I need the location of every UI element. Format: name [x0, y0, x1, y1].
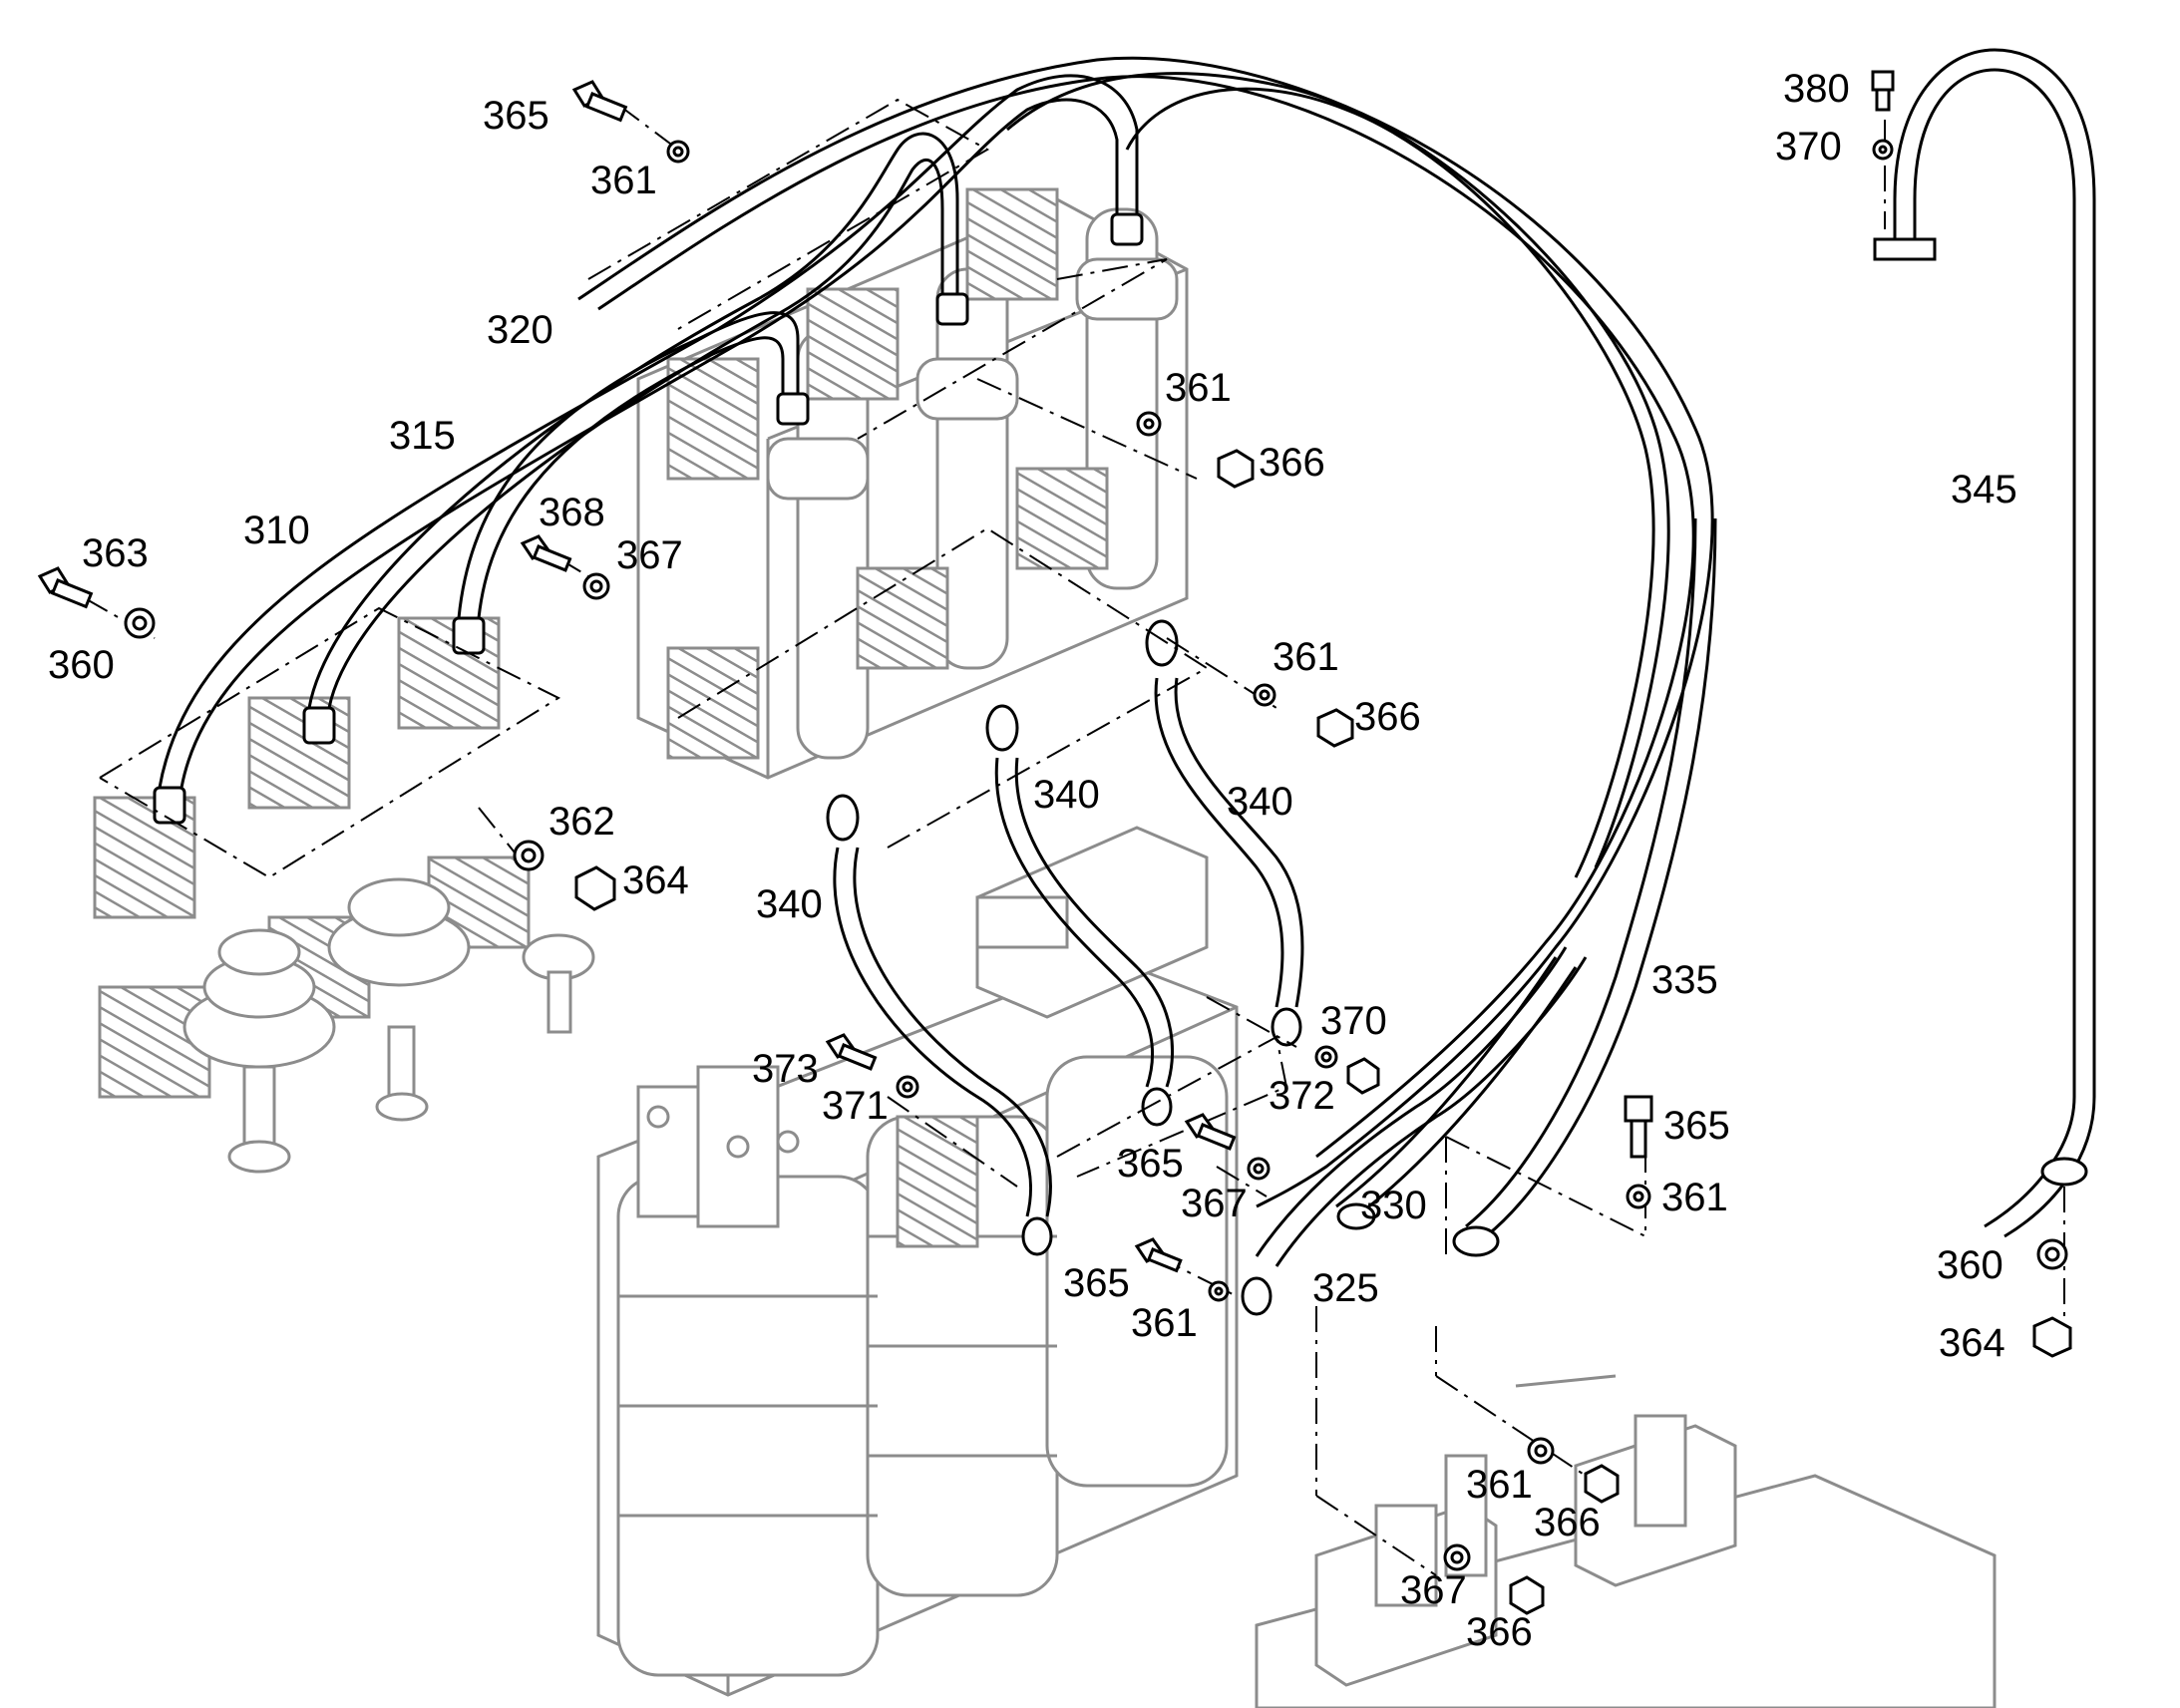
bolt-icon — [1624, 1095, 1653, 1159]
cable-335 — [1465, 517, 1697, 1228]
bolt-icon — [520, 534, 572, 572]
callout-364: 364 — [622, 858, 689, 902]
callout-366: 366 — [1534, 1501, 1601, 1544]
nut-icon — [2032, 1316, 2072, 1358]
callout-365: 365 — [483, 94, 549, 138]
bolt-icon — [571, 80, 628, 123]
washer-icon — [666, 140, 690, 164]
cable-upper-bundle — [577, 56, 1714, 1208]
washer-icon — [1872, 139, 1894, 161]
callout-363: 363 — [82, 531, 149, 575]
callout-360: 360 — [1937, 1243, 2003, 1287]
hardware — [37, 70, 2072, 1615]
inductor-coil-assembly-upper — [636, 187, 1189, 780]
terminal-box-lower-right — [1255, 1374, 1997, 1708]
bolt-icon — [1184, 1113, 1237, 1151]
washer-icon — [1247, 1157, 1271, 1181]
callout-361: 361 — [1131, 1301, 1198, 1345]
cable-340-b — [994, 757, 1155, 1088]
callout-373: 373 — [752, 1047, 819, 1091]
washer-icon — [1253, 683, 1276, 707]
cable-310 — [158, 74, 1139, 789]
callouts: 365 361 320 315 310 363 360 368 367 361 … — [48, 67, 2017, 1654]
callout-361: 361 — [1272, 635, 1339, 679]
callout-372: 372 — [1269, 1074, 1335, 1118]
nut-icon — [1217, 449, 1255, 489]
callout-340: 340 — [1033, 773, 1100, 817]
callout-335: 335 — [1651, 958, 1718, 1002]
callout-367: 367 — [1400, 1568, 1467, 1612]
cable-345 — [1913, 68, 2076, 1228]
leader-lines — [84, 98, 2065, 1576]
callout-366: 366 — [1259, 441, 1325, 485]
bolt-icon — [1134, 1237, 1183, 1273]
callout-320: 320 — [487, 308, 553, 352]
washer-icon — [582, 572, 610, 600]
cable-340-c — [1154, 677, 1284, 1008]
callout-365: 365 — [1063, 1261, 1130, 1305]
washer-icon — [513, 840, 545, 871]
cable-320 — [457, 311, 800, 619]
callout-361: 361 — [1661, 1176, 1728, 1219]
washer-icon — [124, 607, 156, 639]
insulator-assembly-left — [93, 616, 595, 1174]
washer-icon — [2036, 1238, 2068, 1270]
callout-366: 366 — [1354, 695, 1421, 739]
callout-360: 360 — [48, 643, 115, 687]
washer-icon — [1208, 1280, 1230, 1302]
cable-330 — [1335, 956, 1558, 1208]
callout-365: 365 — [1663, 1104, 1730, 1148]
callout-368: 368 — [539, 491, 605, 534]
cable-lugs — [153, 212, 2088, 1316]
callout-330: 330 — [1360, 1184, 1427, 1227]
callout-315: 315 — [389, 414, 456, 458]
callout-340: 340 — [756, 882, 823, 926]
bolt-icon — [1871, 70, 1895, 112]
callout-310: 310 — [243, 509, 310, 552]
washer-icon — [1136, 411, 1162, 437]
cable-325 — [1255, 946, 1568, 1257]
washer-icon — [1626, 1184, 1651, 1209]
cable-340-a — [833, 847, 1032, 1217]
bolt-icon — [37, 566, 94, 609]
callout-365: 365 — [1117, 1142, 1184, 1186]
washer-icon — [896, 1075, 919, 1099]
callout-361: 361 — [1165, 366, 1232, 410]
callout-371: 371 — [822, 1084, 889, 1128]
callout-361: 361 — [1466, 1463, 1533, 1507]
cables — [158, 48, 2096, 1267]
washer-icon — [1527, 1437, 1555, 1465]
callout-340: 340 — [1227, 780, 1293, 824]
cable-315 — [307, 132, 959, 709]
nut-icon — [1316, 708, 1354, 748]
nut-icon — [1584, 1464, 1620, 1504]
callout-380: 380 — [1783, 67, 1850, 111]
nut-icon — [1509, 1575, 1545, 1615]
callout-367: 367 — [1181, 1182, 1248, 1225]
callout-370: 370 — [1775, 125, 1842, 169]
callout-362: 362 — [548, 800, 615, 844]
washer-icon — [1314, 1045, 1338, 1069]
callout-325: 325 — [1312, 1266, 1379, 1310]
callout-364: 364 — [1939, 1321, 2005, 1365]
callout-366: 366 — [1466, 1610, 1533, 1654]
callout-367: 367 — [616, 533, 683, 577]
callout-370: 370 — [1320, 999, 1387, 1043]
nut-icon — [574, 865, 616, 911]
bolt-icon — [825, 1033, 878, 1071]
washer-icon — [1443, 1543, 1471, 1571]
transformer-lower — [596, 826, 1239, 1697]
callout-361: 361 — [590, 159, 657, 202]
nut-icon — [1346, 1057, 1380, 1095]
callout-345: 345 — [1951, 468, 2017, 512]
